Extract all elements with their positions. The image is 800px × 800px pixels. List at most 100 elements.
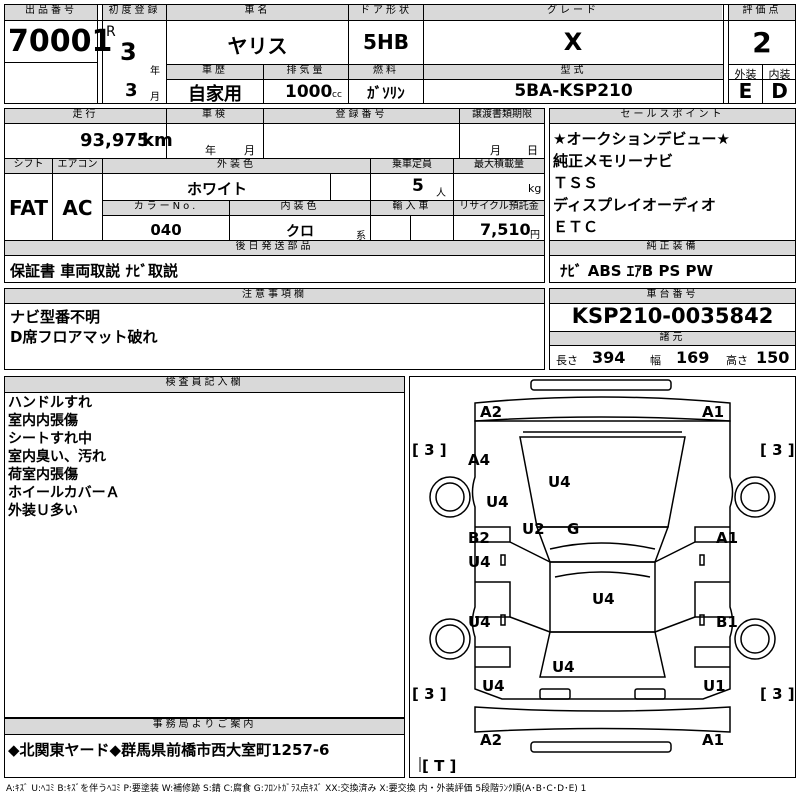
legend: A:ｷｽﾞ U:ﾍｺﾐ B:ｷｽﾞを伴うﾍｺﾐ P:要塗装 W:補修跡 S:錆 …: [6, 784, 587, 794]
header-section: [4, 4, 796, 104]
inspector-section: [4, 376, 405, 718]
exterior-color-label: 外装色: [103, 159, 370, 173]
reg-year: 3: [120, 38, 137, 66]
first-reg-label: 初度登録: [103, 5, 166, 20]
exterior-grade: E: [738, 79, 753, 103]
length-label: 長さ: [556, 354, 578, 367]
reg-month: 3: [125, 80, 138, 101]
damage-mark-left-front-tire: [ 3 ]: [412, 441, 447, 459]
details-section: [4, 108, 545, 283]
inspector-label: 検査員記入欄: [5, 377, 404, 392]
damage-mark-roof: U4: [592, 590, 615, 608]
reg-no-label: 登録番号: [264, 109, 459, 123]
ac: AC: [62, 196, 93, 220]
transfer-day-unit: 日: [527, 144, 538, 157]
history: 自家用: [188, 84, 242, 105]
damage-mark-right-rear-tire: [ 3 ]: [760, 685, 795, 703]
damage-mark-hood: U4: [548, 473, 571, 491]
grade-label: グレード: [424, 5, 722, 20]
chassis-number: KSP210-0035842: [571, 304, 774, 328]
inspection-year-unit: 年: [205, 144, 216, 157]
mileage-label: 走行: [5, 109, 166, 123]
max-load-unit: kg: [528, 182, 542, 195]
sales-point: ＥＴＣ: [553, 218, 599, 236]
shift: FAT: [9, 196, 48, 220]
score-label: 評価点: [729, 5, 795, 20]
notes-label: 注意事項欄: [5, 289, 544, 303]
sales-label: セールスポイント: [550, 109, 795, 123]
damage-mark-left-rear-fender: U4: [482, 677, 505, 695]
transfer-label: 譲渡書類期限: [460, 109, 544, 123]
damage-mark-front-left-bumper: A2: [480, 403, 502, 421]
damage-mark-windshield: G: [567, 520, 579, 538]
notes-lines: ナビ型番不明 D席フロアマット破れ: [10, 307, 157, 347]
displacement-label: 排気量: [264, 65, 348, 79]
damage-mark-left-rear-door: U4: [468, 613, 491, 631]
damage-mark-left-front-door-lower: U4: [468, 553, 491, 571]
displacement: 1000: [285, 82, 333, 102]
inspector-line: 荷室内張傷: [8, 467, 78, 483]
month-unit: 月: [150, 92, 160, 103]
interior-grade: D: [771, 79, 788, 103]
era-label: R: [106, 24, 116, 40]
interior-color-label: 内装色: [230, 201, 370, 215]
sales-point: 純正メモリーナビ: [553, 152, 674, 170]
mileage-unit: km: [142, 130, 173, 151]
inspector-lines: ハンドルすれ 室内内張傷 シートすれ中 室内臭い、汚れ 荷室内張傷 ホイールカバ…: [8, 394, 120, 520]
history-label: 車歴: [167, 65, 263, 79]
damage-mark-left-front-fender: A4: [468, 451, 490, 469]
sales-point: ★オークションデビュー★: [553, 130, 730, 148]
inspection-month-unit: 月: [244, 144, 255, 157]
shift-label: シフト: [5, 159, 52, 173]
sales-section: [549, 108, 796, 283]
mileage: 93,975: [80, 130, 150, 151]
inspector-line: ハンドルすれ: [8, 395, 92, 411]
office-label: 事務局よりご案内: [5, 719, 404, 734]
displacement-unit: cc: [332, 90, 342, 100]
damage-mark-left-pillar: U2: [522, 520, 545, 538]
height: 150: [756, 348, 790, 367]
car-name: ヤリス: [227, 34, 288, 58]
sales-points: ★オークションデビュー★ 純正メモリーナビ ＴＳＳ ディスプレイオーディオ ＥＴ…: [553, 128, 730, 238]
color-no-label: カラーNo.: [103, 201, 229, 215]
damage-mark-front-right-bumper: A1: [702, 403, 724, 421]
fuel-label: 燃料: [349, 65, 423, 79]
fuel: ｶﾞｿﾘﾝ: [367, 84, 405, 102]
damage-mark-right-front-tire: [ 3 ]: [760, 441, 795, 459]
damage-mark-rear-left-bumper: A2: [480, 731, 502, 749]
capacity-unit: 人: [436, 188, 446, 199]
note-line: D席フロアマット破れ: [10, 328, 158, 346]
year-unit: 年: [150, 66, 160, 77]
shipped-items: 保証書 車両取説 ﾅﾋﾞ取説: [10, 262, 178, 280]
office-section: [4, 718, 405, 778]
damage-mark-spare-tire: [ T ]: [422, 757, 456, 775]
score: 2: [752, 26, 772, 59]
interior-color-unit: 系: [356, 231, 366, 242]
recycle-label: リサイクル預託金: [454, 201, 544, 215]
door-type: 5HB: [363, 30, 409, 54]
damage-mark-rear-right-bumper: A1: [702, 731, 724, 749]
door-label: ドア形状: [349, 5, 423, 20]
lot-number: 70001: [8, 24, 113, 59]
damage-mark-right-front-door: A1: [716, 529, 738, 547]
capacity: 5: [412, 176, 424, 196]
car-name-label: 車名: [167, 5, 348, 20]
inspection-label: 車検: [167, 109, 263, 123]
equip-label: 純正装備: [550, 241, 795, 255]
note-line: ナビ型番不明: [10, 308, 101, 326]
damage-mark-left-front-door-upper: U4: [486, 493, 509, 511]
chassis-section: [549, 288, 796, 370]
import-label: 輸入車: [371, 201, 453, 215]
damage-mark-right-rear-fender: U1: [703, 677, 726, 695]
exterior-label: 外装: [734, 68, 757, 81]
lot-label: 出品番号: [5, 5, 97, 20]
damage-mark-left-front-door: B2: [468, 529, 490, 547]
chassis-label: 車台番号: [550, 289, 795, 303]
exterior-color: ホワイト: [186, 180, 247, 198]
interior-color: クロ: [286, 224, 314, 240]
equipment: ﾅﾋﾞ ABS ｴｱB PS PW: [560, 262, 714, 280]
items-label: 後日発送部品: [5, 241, 544, 255]
width-label: 幅: [650, 354, 661, 367]
